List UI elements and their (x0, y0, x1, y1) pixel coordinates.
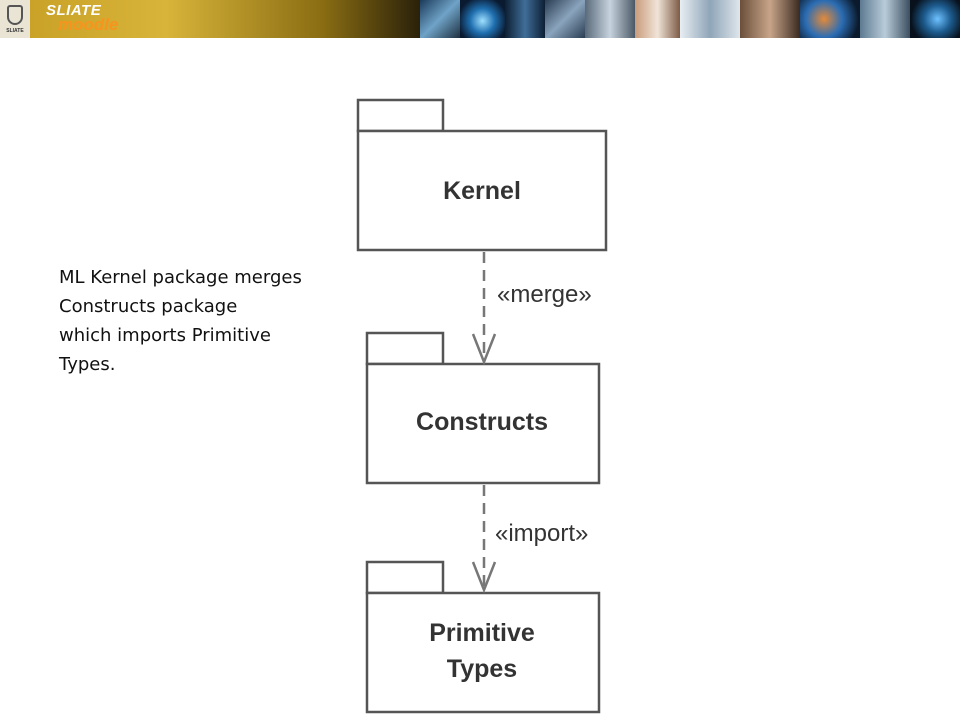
constructs-package-box (365, 362, 601, 485)
header-banner: SLIATE SLIATE moodle (0, 0, 960, 38)
banner-photo-lab (680, 0, 740, 38)
banner-photo-globe (460, 0, 505, 38)
primitive-types-label-line1: Primitive (429, 619, 535, 647)
slide-caption: ML Kernel package merges Constructs pack… (59, 263, 339, 379)
import-dependency-arrow (471, 485, 497, 594)
banner-photo-keyboard (545, 0, 585, 38)
primitive-types-label-line2: Types (447, 655, 517, 683)
sliate-crest-logo: SLIATE (0, 0, 30, 38)
caption-line: Types. (59, 354, 116, 375)
caption-line: Constructs package (59, 296, 238, 317)
crest-label: SLIATE (6, 28, 24, 34)
logo-text-sliate: SLIATE (46, 2, 102, 19)
banner-photo-people (740, 0, 800, 38)
merge-dependency-arrow (471, 252, 497, 366)
banner-photo-student (635, 0, 680, 38)
banner-photo-network (505, 0, 545, 38)
banner-photo-world (800, 0, 860, 38)
kernel-package-box (356, 129, 608, 252)
logo-text-moodle: moodle (58, 15, 119, 34)
kernel-package-label: Kernel (443, 177, 521, 205)
banner-photo-robot (860, 0, 910, 38)
moodle-logo-band (30, 0, 420, 38)
primitive-types-package-box (365, 591, 601, 714)
kernel-package-tab (356, 98, 445, 133)
constructs-package-tab (365, 331, 445, 366)
primitive-types-package-tab (365, 560, 445, 595)
crest-icon (7, 5, 23, 25)
banner-photo-eye (910, 0, 960, 38)
banner-photo-tech (420, 0, 460, 38)
constructs-package-label: Constructs (416, 408, 548, 436)
merge-relation-label: «merge» (497, 281, 592, 308)
caption-line: which imports Primitive (59, 325, 271, 346)
banner-photo-hand (585, 0, 635, 38)
caption-line: ML Kernel package merges (59, 267, 302, 288)
import-relation-label: «import» (495, 520, 588, 547)
